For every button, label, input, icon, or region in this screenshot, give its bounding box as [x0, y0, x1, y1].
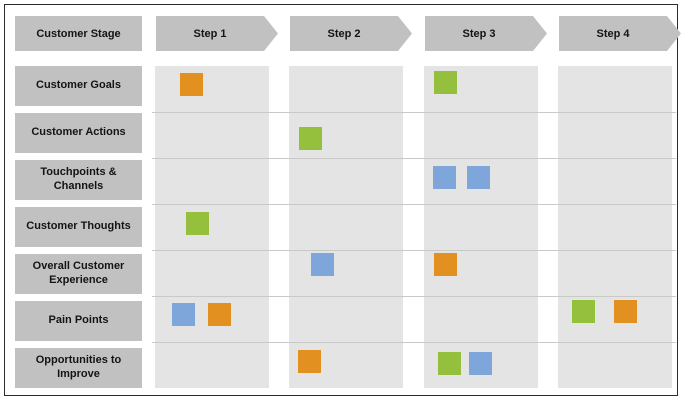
- sticky-note-orange[interactable]: [208, 303, 231, 326]
- step-header-arrow: Step 4: [559, 16, 681, 51]
- row-label: Customer Thoughts: [15, 207, 142, 247]
- sticky-note-green[interactable]: [438, 352, 461, 375]
- step-column-band: [558, 66, 672, 388]
- step-column-band: [155, 66, 269, 388]
- sticky-note-orange[interactable]: [180, 73, 203, 96]
- step-column-band: [289, 66, 403, 388]
- row-label: Overall Customer Experience: [15, 254, 142, 294]
- row-label: Customer Goals: [15, 66, 142, 106]
- step-header-arrow: Step 1: [156, 16, 278, 51]
- step-column-band: [424, 66, 538, 388]
- step-header-arrow: Step 2: [290, 16, 412, 51]
- step-header-arrow: Step 3: [425, 16, 547, 51]
- row-label: Customer Actions: [15, 113, 142, 153]
- row-divider-line: [152, 204, 676, 205]
- sticky-note-orange[interactable]: [614, 300, 637, 323]
- row-label: Pain Points: [15, 301, 142, 341]
- sticky-note-green[interactable]: [299, 127, 322, 150]
- row-label: Touchpoints & Channels: [15, 160, 142, 200]
- customer-stage-header-box: Customer Stage: [15, 16, 142, 51]
- row-divider-line: [152, 112, 676, 113]
- sticky-note-green[interactable]: [186, 212, 209, 235]
- sticky-note-blue[interactable]: [433, 166, 456, 189]
- sticky-note-blue[interactable]: [467, 166, 490, 189]
- row-divider-line: [152, 158, 676, 159]
- row-label: Opportunities to Improve: [15, 348, 142, 388]
- row-divider-line: [152, 342, 676, 343]
- sticky-note-green[interactable]: [434, 71, 457, 94]
- sticky-note-orange[interactable]: [434, 253, 457, 276]
- sticky-note-orange[interactable]: [298, 350, 321, 373]
- sticky-note-blue[interactable]: [311, 253, 334, 276]
- row-divider-line: [152, 296, 676, 297]
- sticky-note-blue[interactable]: [172, 303, 195, 326]
- row-divider-line: [152, 250, 676, 251]
- sticky-note-blue[interactable]: [469, 352, 492, 375]
- sticky-note-green[interactable]: [572, 300, 595, 323]
